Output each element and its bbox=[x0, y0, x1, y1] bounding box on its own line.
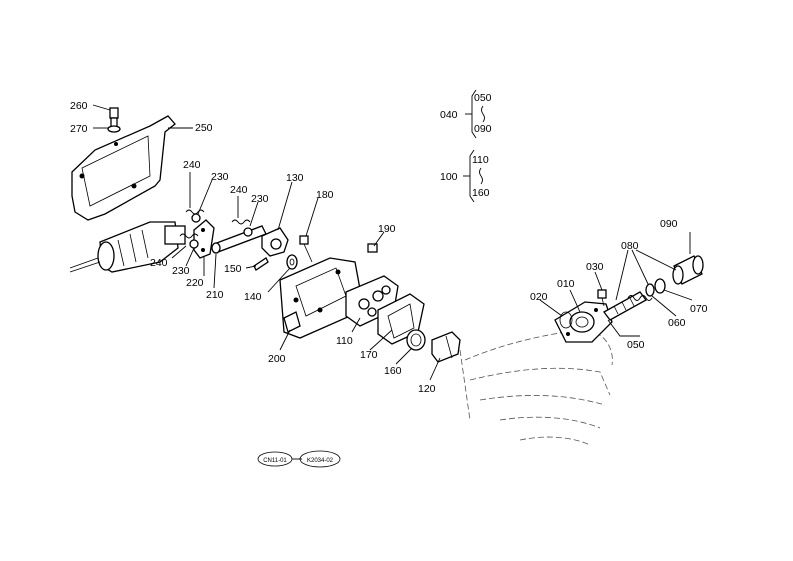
label-090-top: 090 bbox=[474, 123, 492, 135]
link-plate-220 bbox=[193, 219, 215, 259]
stamp-left: CN11-01 bbox=[257, 451, 293, 467]
flange-010 bbox=[554, 301, 613, 343]
housing-outline bbox=[459, 329, 613, 446]
label-190: 190 bbox=[378, 223, 396, 235]
label-270: 270 bbox=[70, 123, 88, 135]
lever-130 bbox=[261, 227, 289, 257]
label-030: 030 bbox=[586, 261, 604, 273]
leader-lines bbox=[92, 104, 693, 381]
label-020: 020 bbox=[530, 291, 548, 303]
seal-140 bbox=[286, 254, 298, 270]
bolt-180 bbox=[299, 235, 313, 263]
label-080: 080 bbox=[621, 240, 639, 252]
label-230-low: 230 bbox=[172, 265, 190, 277]
label-160-top: 160 bbox=[472, 187, 490, 199]
solenoid bbox=[69, 221, 186, 273]
label-100: 100 bbox=[440, 171, 458, 183]
label-120: 120 bbox=[418, 383, 436, 395]
label-110-top: 110 bbox=[472, 154, 489, 166]
label-250: 250 bbox=[195, 122, 213, 134]
label-040: 040 bbox=[440, 109, 458, 121]
spring-240-right bbox=[231, 219, 253, 237]
range-bracket-100 bbox=[463, 149, 483, 203]
label-260: 260 bbox=[70, 100, 88, 112]
svg-text:CN11-01: CN11-01 bbox=[263, 458, 287, 464]
label-240-top: 240 bbox=[183, 159, 201, 171]
cap-090 bbox=[672, 255, 704, 285]
o-ring-160 bbox=[406, 329, 426, 351]
label-230-mid: 230 bbox=[251, 193, 269, 205]
label-200: 200 bbox=[268, 353, 286, 365]
svg-text:K2034-02: K2034-02 bbox=[307, 458, 334, 464]
label-070: 070 bbox=[690, 303, 708, 315]
label-160: 160 bbox=[384, 365, 402, 377]
spring-080 bbox=[627, 295, 653, 301]
label-050-top: 050 bbox=[474, 92, 492, 104]
spring-240-upper bbox=[185, 209, 205, 215]
range-bracket-040 bbox=[465, 89, 485, 139]
o-ring-020 bbox=[559, 311, 573, 329]
o-ring-070 bbox=[654, 278, 666, 294]
plunger-120 bbox=[431, 331, 461, 363]
bolt-260 bbox=[109, 107, 119, 129]
label-060: 060 bbox=[668, 317, 686, 329]
label-210: 210 bbox=[206, 289, 224, 301]
bracket-250 bbox=[71, 115, 176, 221]
washer-060 bbox=[645, 283, 655, 297]
label-240-mid: 240 bbox=[230, 184, 248, 196]
label-180: 180 bbox=[316, 189, 334, 201]
washer-270 bbox=[107, 125, 121, 133]
stamp-right: K2034-02 bbox=[299, 450, 341, 468]
plunger-050 bbox=[603, 291, 647, 321]
spring-240-lower bbox=[179, 233, 199, 239]
label-010: 010 bbox=[557, 278, 575, 290]
label-110: 110 bbox=[336, 335, 353, 347]
pin-150 bbox=[253, 257, 269, 271]
label-150: 150 bbox=[224, 263, 242, 275]
shaft-210 bbox=[211, 225, 267, 254]
label-140: 140 bbox=[244, 291, 262, 303]
bolt-190 bbox=[367, 243, 378, 253]
label-130: 130 bbox=[286, 172, 304, 184]
label-050-bottom: 050 bbox=[627, 339, 645, 351]
label-240-low: 240 bbox=[150, 257, 168, 269]
label-230-top: 230 bbox=[211, 171, 229, 183]
label-090-right: 090 bbox=[660, 218, 678, 230]
label-220: 220 bbox=[186, 277, 204, 289]
label-170: 170 bbox=[360, 349, 378, 361]
